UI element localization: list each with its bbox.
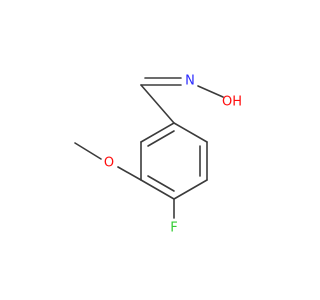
bonds-group xyxy=(74,77,224,219)
bond-methoxy-oxygen-to-methyl xyxy=(74,142,102,160)
atom-label-methoxy-oxygen: O xyxy=(104,156,114,171)
atom-label-hydroxyl: OH xyxy=(222,95,242,110)
bond-ring-bottom-to-bottom-left xyxy=(140,179,175,200)
bond-ring-to-aldehyde-carbon xyxy=(140,84,175,124)
atom-label-nitrogen: N xyxy=(185,74,195,89)
molecule-diagram: N OH F O xyxy=(74,74,242,236)
bond-ring-top-left-to-top xyxy=(140,122,175,143)
atom-labels-group: N OH F O xyxy=(104,74,242,236)
bond-ring-bottom-right-to-bottom xyxy=(173,179,208,200)
bond-ring-to-methoxy-oxygen xyxy=(117,166,142,181)
atom-label-fluorine: F xyxy=(170,221,177,236)
bond-ring-bottom-to-bottom-left-inner xyxy=(147,175,175,192)
bond-ring-top-to-top-right xyxy=(173,122,208,143)
bond-ring-top-left-to-top-inner xyxy=(147,130,175,147)
bond-nitrogen-to-oxygen xyxy=(197,85,224,98)
